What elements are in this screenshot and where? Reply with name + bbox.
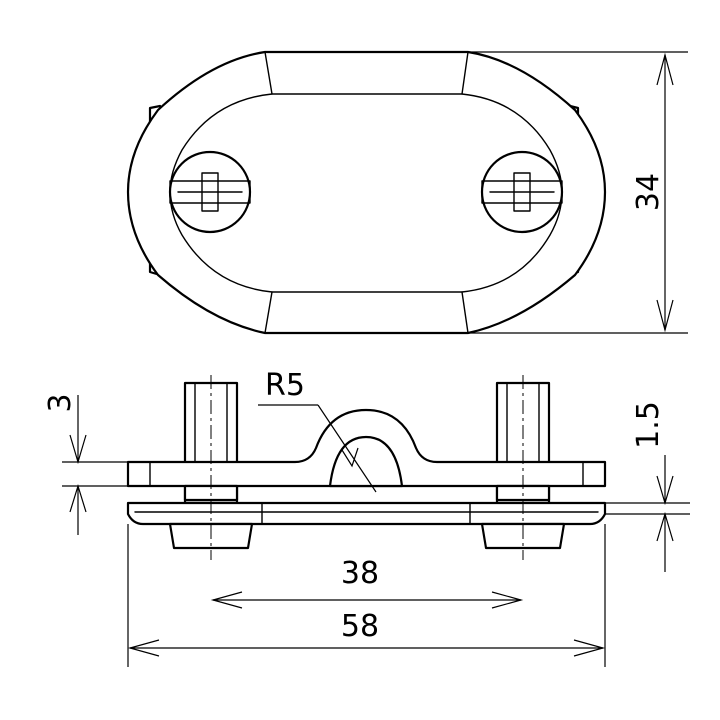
side-view: R5 3 1.5 38 — [43, 368, 690, 667]
dimension-r5: R5 — [258, 368, 377, 493]
dim-3-arrow-bottom — [69, 483, 87, 513]
dim-1-5-label: 1.5 — [631, 401, 666, 449]
dim-1-5-arrow-top — [656, 475, 674, 506]
dim-38-label: 38 — [341, 556, 379, 591]
dimension-34: 34 — [468, 51, 688, 334]
right-screw — [480, 150, 564, 234]
r5-label: R5 — [265, 368, 305, 403]
dimension-3: 3 — [43, 393, 150, 535]
dimension-58: 58 — [127, 524, 606, 667]
dim-34-arrow-bottom — [656, 299, 674, 333]
dim-3-label: 3 — [43, 393, 78, 412]
top-view: 34 — [126, 50, 688, 335]
left-screw-slot — [169, 180, 251, 204]
dim-58-label: 58 — [341, 609, 379, 644]
lower-plate — [126, 501, 607, 526]
chamfer-edge-tr — [461, 51, 469, 95]
dim-34-label: 34 — [631, 173, 666, 211]
left-screw — [168, 150, 252, 234]
dim-34-arrow-top — [656, 52, 674, 86]
dim-38-arrow-right — [491, 591, 524, 609]
chamfer-edge-bl — [264, 291, 273, 334]
chamfer-edge-tl — [264, 51, 273, 95]
dim-38-arrow-left — [210, 591, 243, 609]
dim-3-arrow-top — [69, 434, 87, 465]
dimension-1-5: 1.5 — [605, 401, 690, 572]
r5-arrow — [341, 447, 359, 468]
dim-58-arrow-left — [127, 639, 160, 657]
chamfer-edge-br — [461, 291, 469, 334]
dim-58-arrow-right — [573, 639, 606, 657]
right-screw-slot — [481, 180, 563, 204]
dim-1-5-arrow-bottom — [656, 511, 674, 542]
r5-leader — [317, 404, 377, 493]
dimension-38: 38 — [210, 556, 524, 609]
